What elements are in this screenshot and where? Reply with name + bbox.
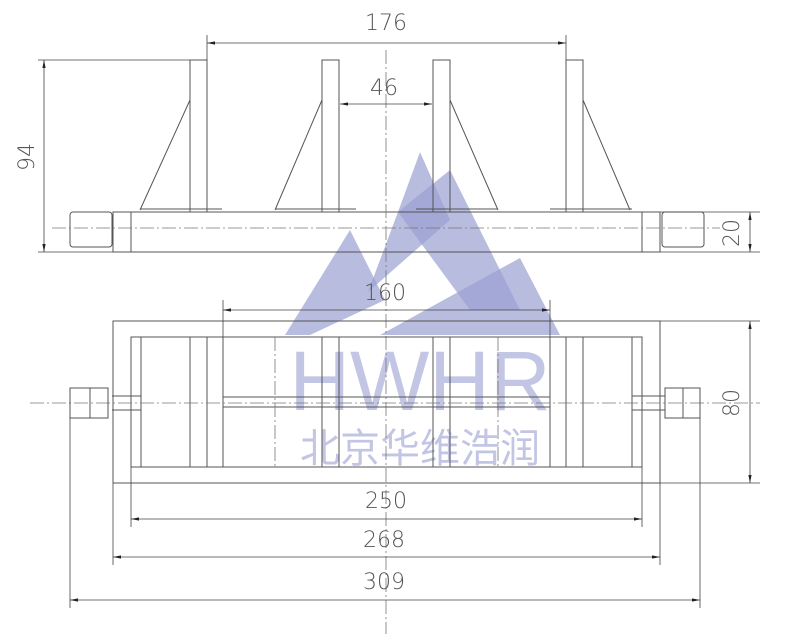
elevation-view: 176 46 94 20 <box>15 11 760 634</box>
dim-46: 46 <box>370 76 398 101</box>
dim-250: 250 <box>365 489 407 514</box>
watermark-logo: HWHR 北京华维浩润 <box>285 152 560 471</box>
inner-left-upright <box>321 59 340 213</box>
left-end-block <box>69 211 113 248</box>
watermark-company: 北京华维浩润 <box>300 427 540 471</box>
plan-view: 160 80 250 268 309 <box>30 281 760 608</box>
dim-20: 20 <box>720 219 745 247</box>
dim-80: 80 <box>720 389 745 417</box>
dim-268: 268 <box>363 528 405 553</box>
dim-160: 160 <box>364 281 406 306</box>
dim-309: 309 <box>363 570 405 595</box>
outer-left-upright <box>189 59 208 213</box>
dim-94: 94 <box>15 143 40 171</box>
watermark-brand: HWHR <box>289 334 550 428</box>
outer-right-upright <box>565 59 584 213</box>
right-end-block <box>661 211 705 248</box>
inner-right-upright <box>432 59 451 213</box>
left-fitting <box>69 387 109 419</box>
shaft <box>222 396 551 408</box>
dim-176: 176 <box>365 11 407 36</box>
